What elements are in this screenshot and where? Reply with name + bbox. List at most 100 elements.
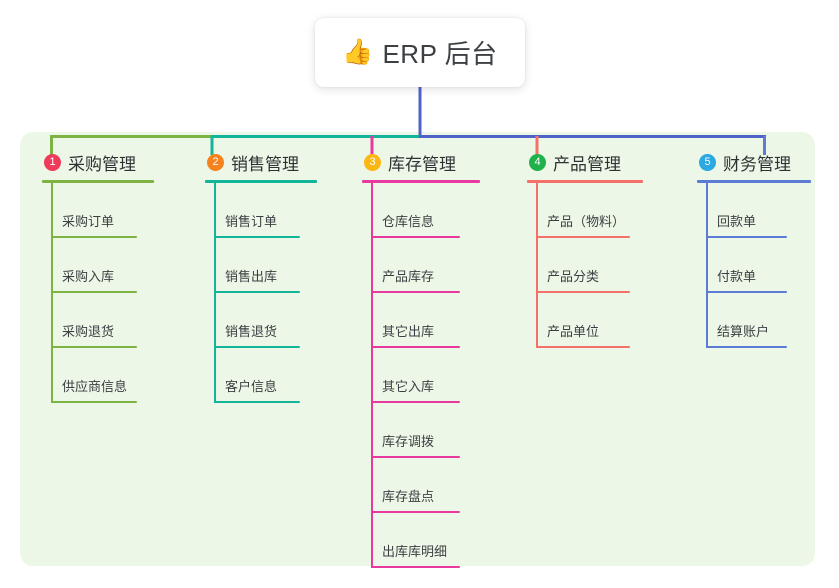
branch-item[interactable]: 回款单 xyxy=(697,183,811,238)
branch-item-underline xyxy=(537,346,630,348)
branch-item-label: 销售退货 xyxy=(225,324,278,339)
diagram-canvas-panel xyxy=(20,132,815,566)
branch-item-underline xyxy=(707,236,787,238)
branch-title: 采购管理 xyxy=(68,154,136,174)
branch-item[interactable]: 付款单 xyxy=(697,238,811,293)
branch-header-2[interactable]: 2 销售管理 xyxy=(205,149,317,175)
branch-item-underline xyxy=(372,346,460,348)
branch-spine-line xyxy=(51,183,53,403)
branch-item-underline xyxy=(372,566,460,568)
root-node-title: ERP 后台 xyxy=(382,39,498,69)
branch-underline xyxy=(362,180,480,183)
branch-item-label: 回款单 xyxy=(717,214,757,229)
branch-item[interactable]: 产品（物料） xyxy=(527,183,643,238)
branch-item-label: 供应商信息 xyxy=(62,379,128,394)
thumbs-up-icon: 👍 xyxy=(342,38,374,66)
branch-item-label: 销售出库 xyxy=(225,269,278,284)
branch-item[interactable]: 供应商信息 xyxy=(42,348,154,403)
branch-underline xyxy=(697,180,811,183)
branch-item-underline xyxy=(372,401,460,403)
branch-item-label: 采购订单 xyxy=(62,214,115,229)
branch-item-underline xyxy=(52,346,137,348)
branch-number-badge: 2 xyxy=(207,153,224,171)
branch-header-5[interactable]: 5 财务管理 xyxy=(697,149,811,175)
branch-column-1: 1 采购管理采购订单采购入库采购退货供应商信息 xyxy=(42,149,154,403)
branch-item-underline xyxy=(707,291,787,293)
branch-item-underline xyxy=(52,236,137,238)
branch-underline xyxy=(205,180,317,183)
branch-item[interactable]: 库存盘点 xyxy=(362,458,480,513)
branch-underline xyxy=(42,180,154,183)
branch-item[interactable]: 销售出库 xyxy=(205,238,317,293)
branch-item-label: 仓库信息 xyxy=(382,214,435,229)
branch-number-badge: 1 xyxy=(44,153,61,171)
branch-item-list: 产品（物料） 产品分类产品单位 xyxy=(527,183,643,348)
branch-column-2: 2 销售管理销售订单销售出库销售退货客户信息 xyxy=(205,149,317,403)
branch-item-label: 付款单 xyxy=(717,269,757,284)
branch-item-list: 采购订单采购入库采购退货供应商信息 xyxy=(42,183,154,403)
branch-item[interactable]: 采购订单 xyxy=(42,183,154,238)
branch-item-underline xyxy=(52,291,137,293)
branch-item-underline xyxy=(215,291,300,293)
branch-number-badge: 3 xyxy=(364,153,381,171)
branch-item-underline xyxy=(537,291,630,293)
branch-item-list: 仓库信息产品库存其它出库其它入库库存调拨库存盘点出库库明细 xyxy=(362,183,480,568)
branch-item[interactable]: 销售订单 xyxy=(205,183,317,238)
branch-item[interactable]: 销售退货 xyxy=(205,293,317,348)
branch-item-label: 采购退货 xyxy=(62,324,115,339)
branch-column-5: 5 财务管理回款单付款单结算账户 xyxy=(697,149,811,348)
branch-underline xyxy=(527,180,643,183)
branch-item-label: 库存盘点 xyxy=(382,489,435,504)
branch-title: 库存管理 xyxy=(388,154,456,174)
root-node-card[interactable]: 👍 ERP 后台 xyxy=(315,18,525,87)
branch-item[interactable]: 产品分类 xyxy=(527,238,643,293)
branch-item[interactable]: 产品单位 xyxy=(527,293,643,348)
branch-item-label: 产品单位 xyxy=(547,324,600,339)
branch-item-underline xyxy=(215,401,300,403)
branch-item[interactable]: 采购退货 xyxy=(42,293,154,348)
branch-item-underline xyxy=(372,291,460,293)
branch-item-label: 出库库明细 xyxy=(382,544,448,559)
branch-number-badge: 5 xyxy=(699,153,716,171)
branch-header-1[interactable]: 1 采购管理 xyxy=(42,149,154,175)
branch-header-4[interactable]: 4 产品管理 xyxy=(527,149,643,175)
branch-item-label: 库存调拨 xyxy=(382,434,435,449)
branch-item-label: 客户信息 xyxy=(225,379,278,394)
branch-item-underline xyxy=(372,511,460,513)
branch-title: 产品管理 xyxy=(553,154,621,174)
branch-spine-line xyxy=(371,183,373,568)
branch-header-3[interactable]: 3 库存管理 xyxy=(362,149,480,175)
branch-item-underline xyxy=(707,346,787,348)
branch-spine-line xyxy=(536,183,538,348)
root-node-content: 👍 ERP 后台 xyxy=(342,34,497,71)
branch-spine-line xyxy=(706,183,708,348)
branch-item[interactable]: 其它入库 xyxy=(362,348,480,403)
branch-item-list: 销售订单销售出库销售退货客户信息 xyxy=(205,183,317,403)
branch-item[interactable]: 产品库存 xyxy=(362,238,480,293)
branch-item[interactable]: 其它出库 xyxy=(362,293,480,348)
branch-column-3: 3 库存管理仓库信息产品库存其它出库其它入库库存调拨库存盘点出库库明细 xyxy=(362,149,480,568)
branch-title: 销售管理 xyxy=(231,154,299,174)
branch-item-label: 产品（物料） xyxy=(547,214,626,229)
branch-item-label: 销售订单 xyxy=(225,214,278,229)
branch-spine-line xyxy=(214,183,216,403)
branch-number-badge: 4 xyxy=(529,153,546,171)
branch-item-label: 结算账户 xyxy=(717,324,770,339)
branch-item-underline xyxy=(215,236,300,238)
branch-item[interactable]: 客户信息 xyxy=(205,348,317,403)
branch-item-underline xyxy=(372,456,460,458)
branch-item-underline xyxy=(52,401,137,403)
branch-column-4: 4 产品管理产品（物料） 产品分类产品单位 xyxy=(527,149,643,348)
branch-item[interactable]: 采购入库 xyxy=(42,238,154,293)
branch-item[interactable]: 库存调拨 xyxy=(362,403,480,458)
branch-item-label: 其它出库 xyxy=(382,324,435,339)
branch-item-label: 其它入库 xyxy=(382,379,435,394)
branch-item-label: 产品分类 xyxy=(547,269,600,284)
branch-item[interactable]: 结算账户 xyxy=(697,293,811,348)
branch-item-label: 产品库存 xyxy=(382,269,435,284)
branch-title: 财务管理 xyxy=(723,154,791,174)
branch-item[interactable]: 出库库明细 xyxy=(362,513,480,568)
branch-item-label: 采购入库 xyxy=(62,269,115,284)
branch-item[interactable]: 仓库信息 xyxy=(362,183,480,238)
branch-item-list: 回款单付款单结算账户 xyxy=(697,183,811,348)
